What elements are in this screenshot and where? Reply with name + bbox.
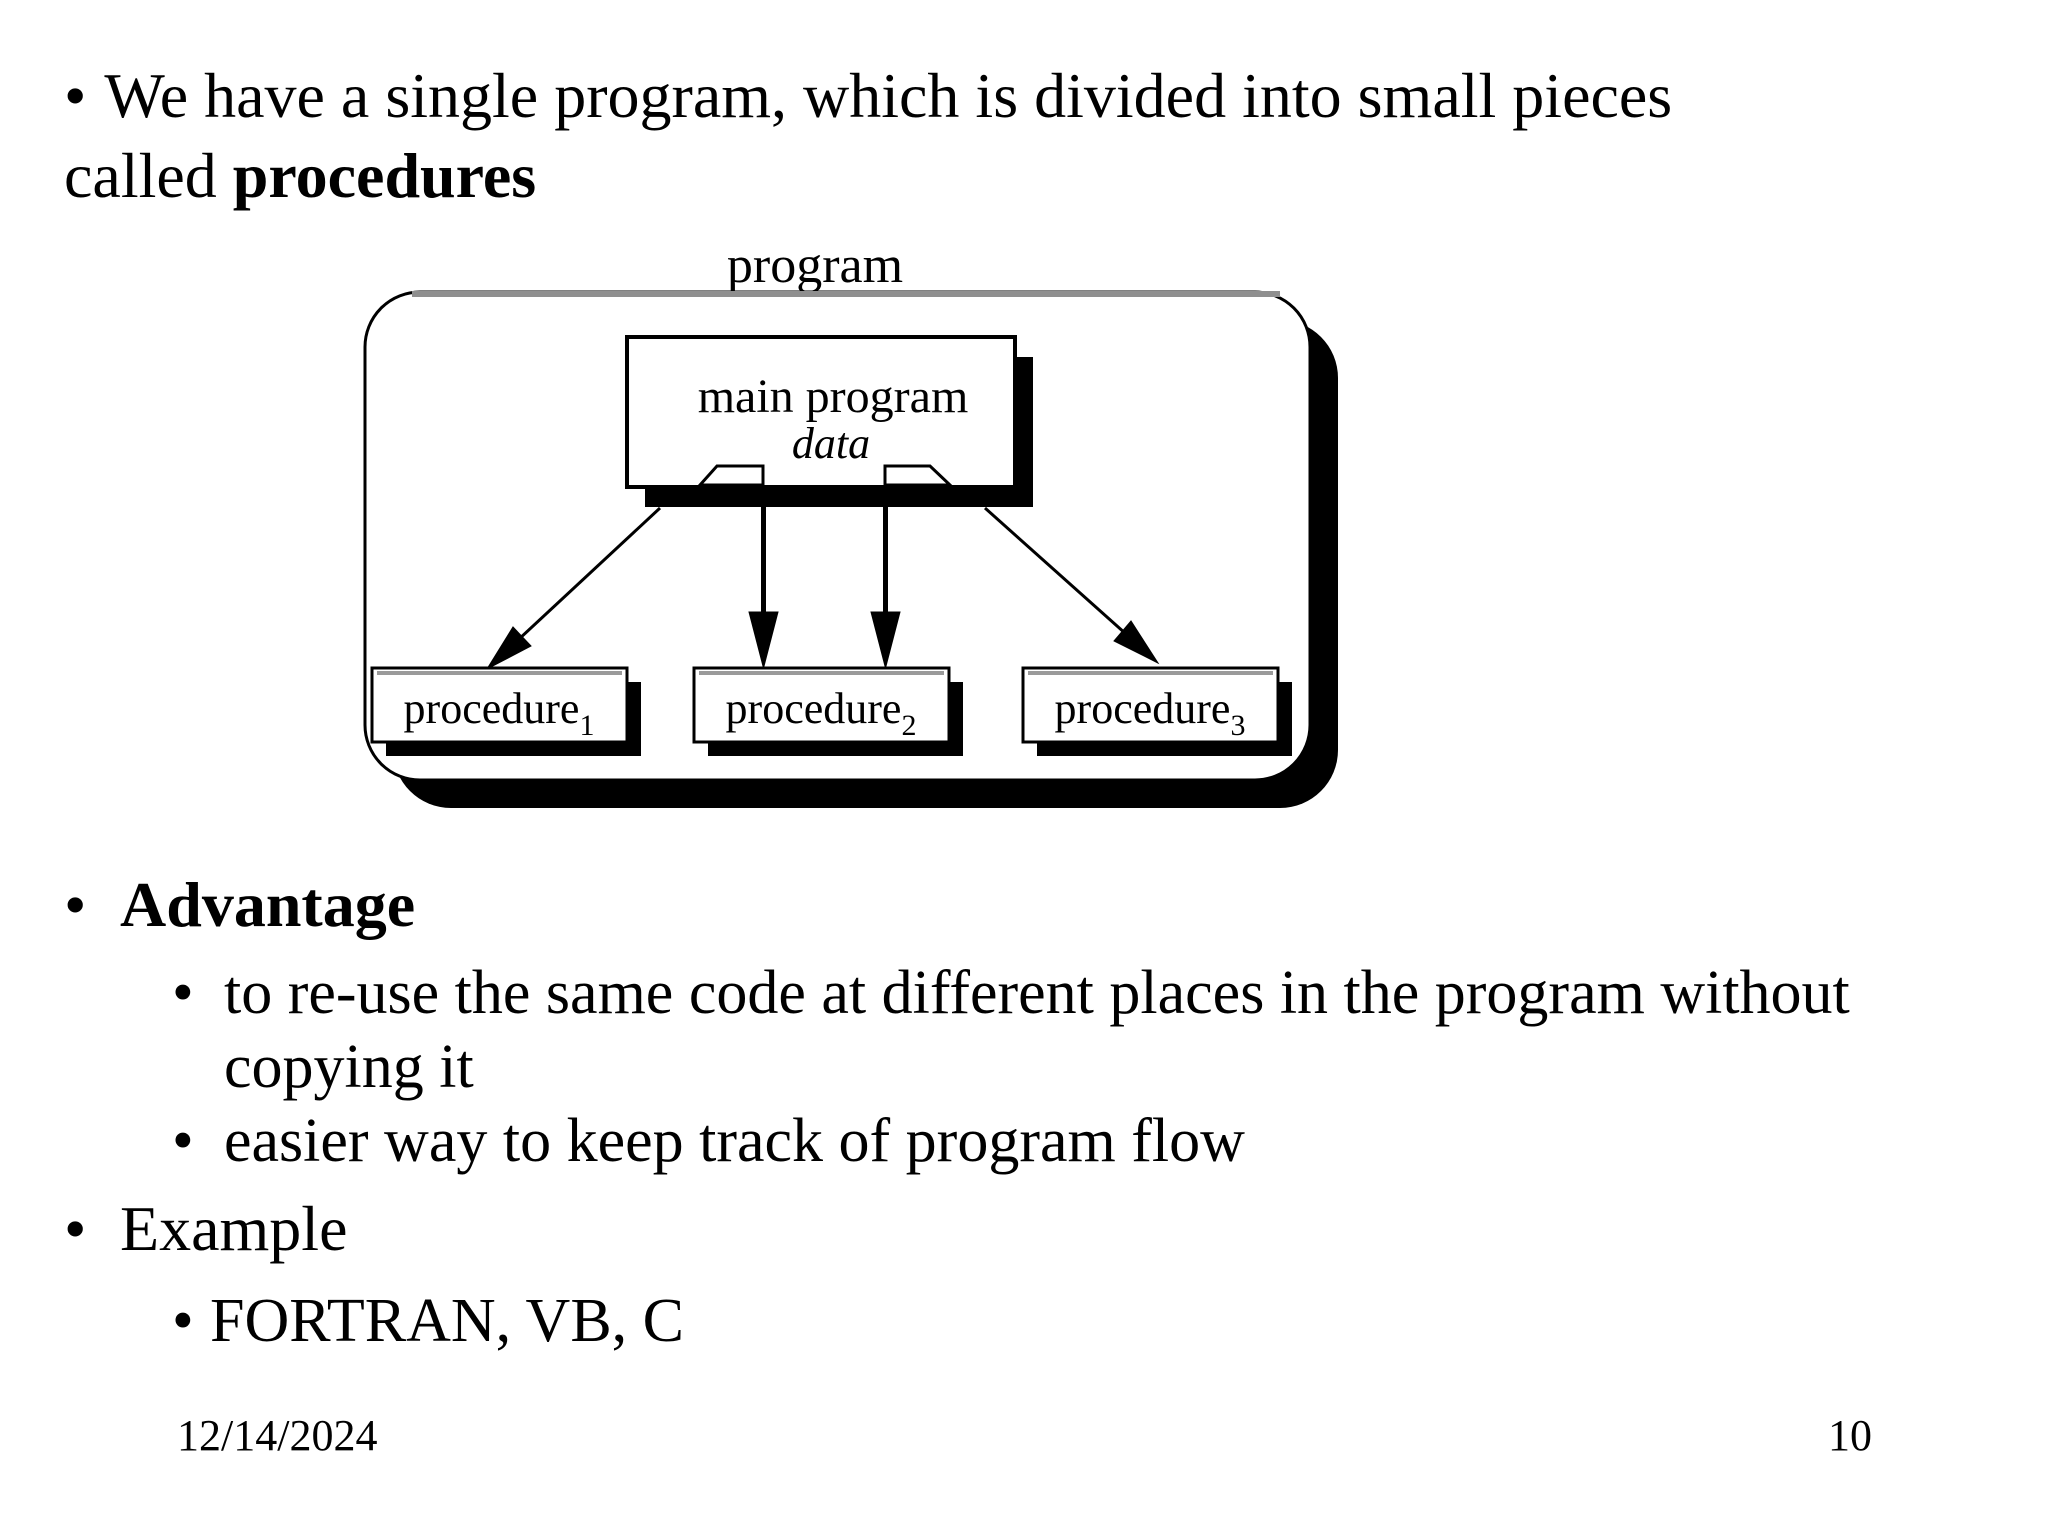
procedure-box-1-label: procedure1 bbox=[404, 684, 595, 742]
call-arrows bbox=[485, 487, 1160, 671]
bullet-glyph: • bbox=[172, 959, 194, 1027]
bullet-advantage: • Advantage bbox=[64, 866, 415, 944]
procedure-box-2-subscript: 2 bbox=[901, 709, 916, 742]
advantage-sub1-text: to re-use the same code at different pla… bbox=[224, 959, 1850, 1101]
diagram-title-label: program bbox=[727, 237, 903, 294]
arrow-to-procedure1-line bbox=[516, 506, 662, 642]
intro-line1: We have a single program, which is divid… bbox=[104, 60, 1673, 131]
procedure-box-3-subscript: 3 bbox=[1230, 709, 1245, 742]
intro-line2-normal: called bbox=[64, 140, 233, 211]
advantage-sub2-text: easier way to keep track of program flow bbox=[224, 1107, 1245, 1175]
advantage-label: Advantage bbox=[120, 869, 416, 940]
procedure-box-2-rect bbox=[692, 666, 951, 744]
procedure-box-1-rect bbox=[370, 666, 629, 744]
example-sub1-text: FORTRAN, VB, C bbox=[210, 1287, 685, 1355]
bullet-glyph: • bbox=[64, 869, 87, 940]
bullet-glyph: • bbox=[172, 1287, 194, 1355]
procedure-box-1-subscript: 1 bbox=[579, 709, 594, 742]
main-program-rect bbox=[625, 335, 1017, 489]
arrow-vertical-right-head bbox=[870, 611, 901, 670]
procedure-box-1-text: procedure bbox=[404, 684, 580, 733]
bullet-example-sub1: • FORTRAN, VB, C bbox=[172, 1284, 684, 1358]
procedure-box-3: procedure3 bbox=[1021, 666, 1292, 756]
main-program-label: main program bbox=[698, 370, 969, 423]
bullet-glyph: • bbox=[172, 1107, 194, 1175]
arrow-to-procedure3-line bbox=[984, 506, 1127, 636]
bullet-example: • Example bbox=[64, 1190, 347, 1268]
intro-line2-bold: procedures bbox=[232, 140, 537, 211]
connector-tab-left bbox=[696, 464, 765, 487]
procedure-box-3-text: procedure bbox=[1055, 684, 1231, 733]
bullet-advantage-sub2: • easier way to keep track of program fl… bbox=[172, 1104, 1245, 1178]
procedure-box-2-text: procedure bbox=[726, 684, 902, 733]
arrow-to-procedure1-head bbox=[485, 626, 532, 671]
program-structure-diagram: program main program data bbox=[350, 220, 1360, 840]
intro-paragraph: •We have a single program, which is divi… bbox=[64, 56, 2024, 216]
footer-date: 12/14/2024 bbox=[177, 1411, 378, 1460]
arrow-to-procedure3-head bbox=[1113, 620, 1160, 665]
bullet-glyph: • bbox=[64, 60, 87, 131]
bullet-glyph: • bbox=[64, 1193, 87, 1264]
diagram-canvas: program main program data bbox=[363, 237, 1338, 808]
procedure-box-3-rect bbox=[1021, 666, 1280, 744]
bullet-advantage-sub1: • to re-use the same code at different p… bbox=[172, 956, 1904, 1104]
main-program-data-label: data bbox=[792, 419, 870, 468]
connector-tab-right bbox=[883, 464, 954, 487]
procedure-box-2-label: procedure2 bbox=[726, 684, 917, 742]
footer-page-number: 10 bbox=[1828, 1411, 1872, 1460]
arrow-vertical-left-head bbox=[748, 611, 779, 670]
procedure-box-3-label: procedure3 bbox=[1055, 684, 1246, 742]
main-program-box: main program data bbox=[625, 335, 1033, 507]
procedure-box-1: procedure1 bbox=[370, 666, 641, 756]
example-label: Example bbox=[120, 1193, 348, 1264]
procedure-box-2: procedure2 bbox=[692, 666, 963, 756]
